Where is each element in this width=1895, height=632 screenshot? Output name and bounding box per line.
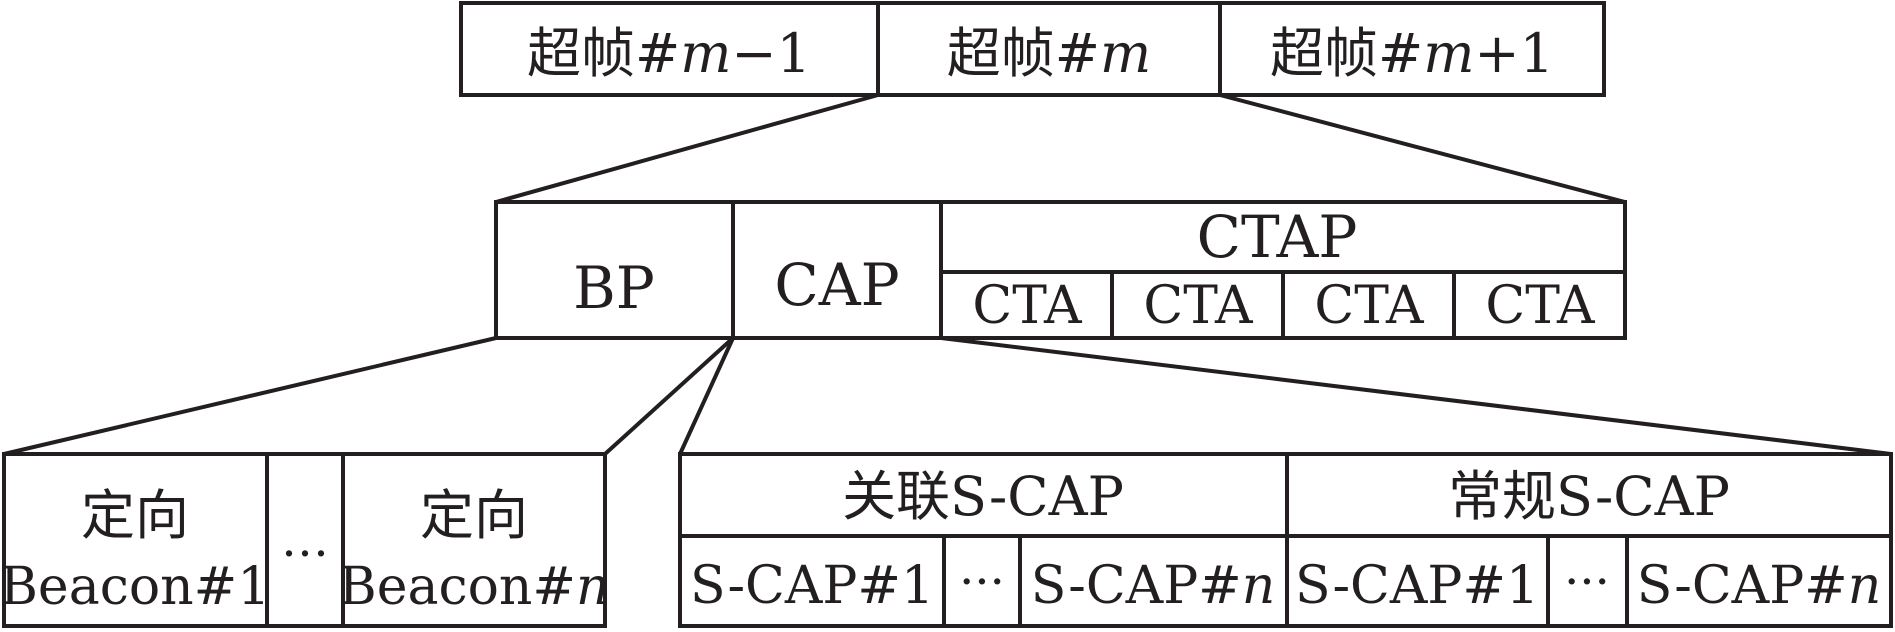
cta-label-4: CTA <box>1485 276 1596 336</box>
bp-label: BP <box>573 254 655 322</box>
connector-sf-left <box>495 93 879 204</box>
cta-label-2: CTA <box>1143 276 1254 336</box>
superframe-next-box <box>1218 1 1606 97</box>
cta-box-2 <box>1110 270 1285 340</box>
cta-label-3: CTA <box>1314 276 1425 336</box>
assoc-scap-header: 关联S-CAP <box>842 465 1124 528</box>
ctap-box <box>939 200 1627 274</box>
ctap-label: CTAP <box>1197 203 1358 271</box>
superframe-prev-label: 超帧#m−1 <box>527 22 811 85</box>
cap-label: CAP <box>774 251 899 319</box>
assoc-scap-last-box <box>1018 534 1289 628</box>
superframe-row: 超帧#m−1 超帧#m 超帧#m+1 <box>459 1 1606 97</box>
regular-scap-ellipsis: ··· <box>1564 554 1610 610</box>
cap-box <box>731 200 943 340</box>
beacon-last-line2: Beacon#n <box>339 557 610 617</box>
bp-box <box>494 200 735 340</box>
connector-cap-left <box>678 337 735 455</box>
connector-sf-right <box>1219 93 1626 204</box>
connector-bp-right <box>603 336 735 456</box>
beacon-ellipsis: … <box>281 512 329 568</box>
regular-scap-last: S-CAP#n <box>1637 556 1882 616</box>
beacon-first-box <box>2 452 269 628</box>
beacon-last-line1: 定向 <box>420 484 528 547</box>
cap-detail: 关联S-CAP 常规S-CAP S-CAP#1 ··· S-CAP#n S-CA… <box>678 452 1893 628</box>
assoc-scap-ellipsis: ··· <box>959 554 1005 610</box>
beacon-ellipsis-box <box>265 452 345 628</box>
assoc-scap-first: S-CAP#1 <box>690 556 934 616</box>
superframe-curr-label: 超帧#m <box>947 22 1151 85</box>
cta-box-4 <box>1452 270 1627 340</box>
beacon-last-box <box>341 452 607 628</box>
connector-cap-right <box>940 336 1892 456</box>
connector-bp-left <box>3 336 497 456</box>
cta-label-1: CTA <box>972 276 1083 336</box>
beacon-first-line1: 定向 <box>81 484 189 547</box>
regular-scap-header-box <box>1285 452 1893 538</box>
beacon-first-line2: Beacon#1 <box>0 557 270 617</box>
cta-box-3 <box>1281 270 1456 340</box>
bp-detail: 定向 Beacon#1 … 定向 Beacon#n <box>0 452 610 628</box>
regular-scap-header: 常规S-CAP <box>1448 465 1730 528</box>
regular-scap-last-box <box>1625 534 1893 628</box>
superframe-prev-box <box>459 1 880 97</box>
period-row: BP CAP CTAP CTA CTA CTA CTA <box>494 200 1627 340</box>
assoc-scap-ellipsis-box <box>942 534 1022 628</box>
regular-scap-first: S-CAP#1 <box>1295 556 1539 616</box>
superframe-next-label: 超帧#m+1 <box>1270 22 1554 85</box>
assoc-scap-header-box <box>678 452 1289 538</box>
assoc-scap-last: S-CAP#n <box>1031 556 1276 616</box>
connector-lines <box>3 93 1892 456</box>
